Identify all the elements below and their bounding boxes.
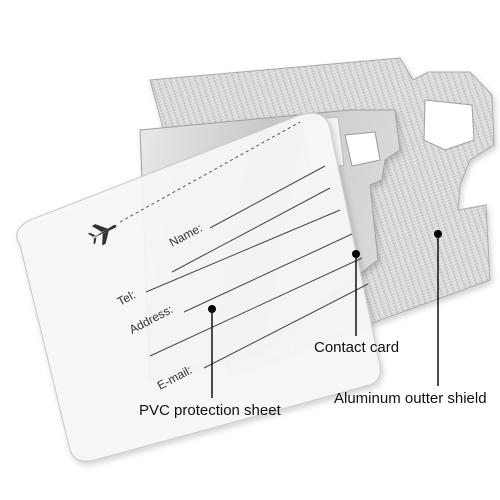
callout-pointer-shield: [434, 230, 442, 386]
pvc-sheet-callout: PVC protection sheet: [139, 402, 281, 419]
callout-pointer-contact: [352, 250, 360, 336]
shield-strap-slot: [423, 99, 475, 151]
contact-card-callout: Contact card: [314, 339, 400, 356]
card-strap-slot: [344, 131, 381, 167]
callout-pointer-pvc: [208, 305, 216, 398]
airplane-icon: [87, 224, 117, 246]
aluminum-shield-callout: Aluminum outter shield: [334, 390, 487, 407]
flight-path-line: [119, 121, 301, 223]
pvc-protection-sheet: Name: Tel: Address: E-mail:: [16, 112, 382, 462]
